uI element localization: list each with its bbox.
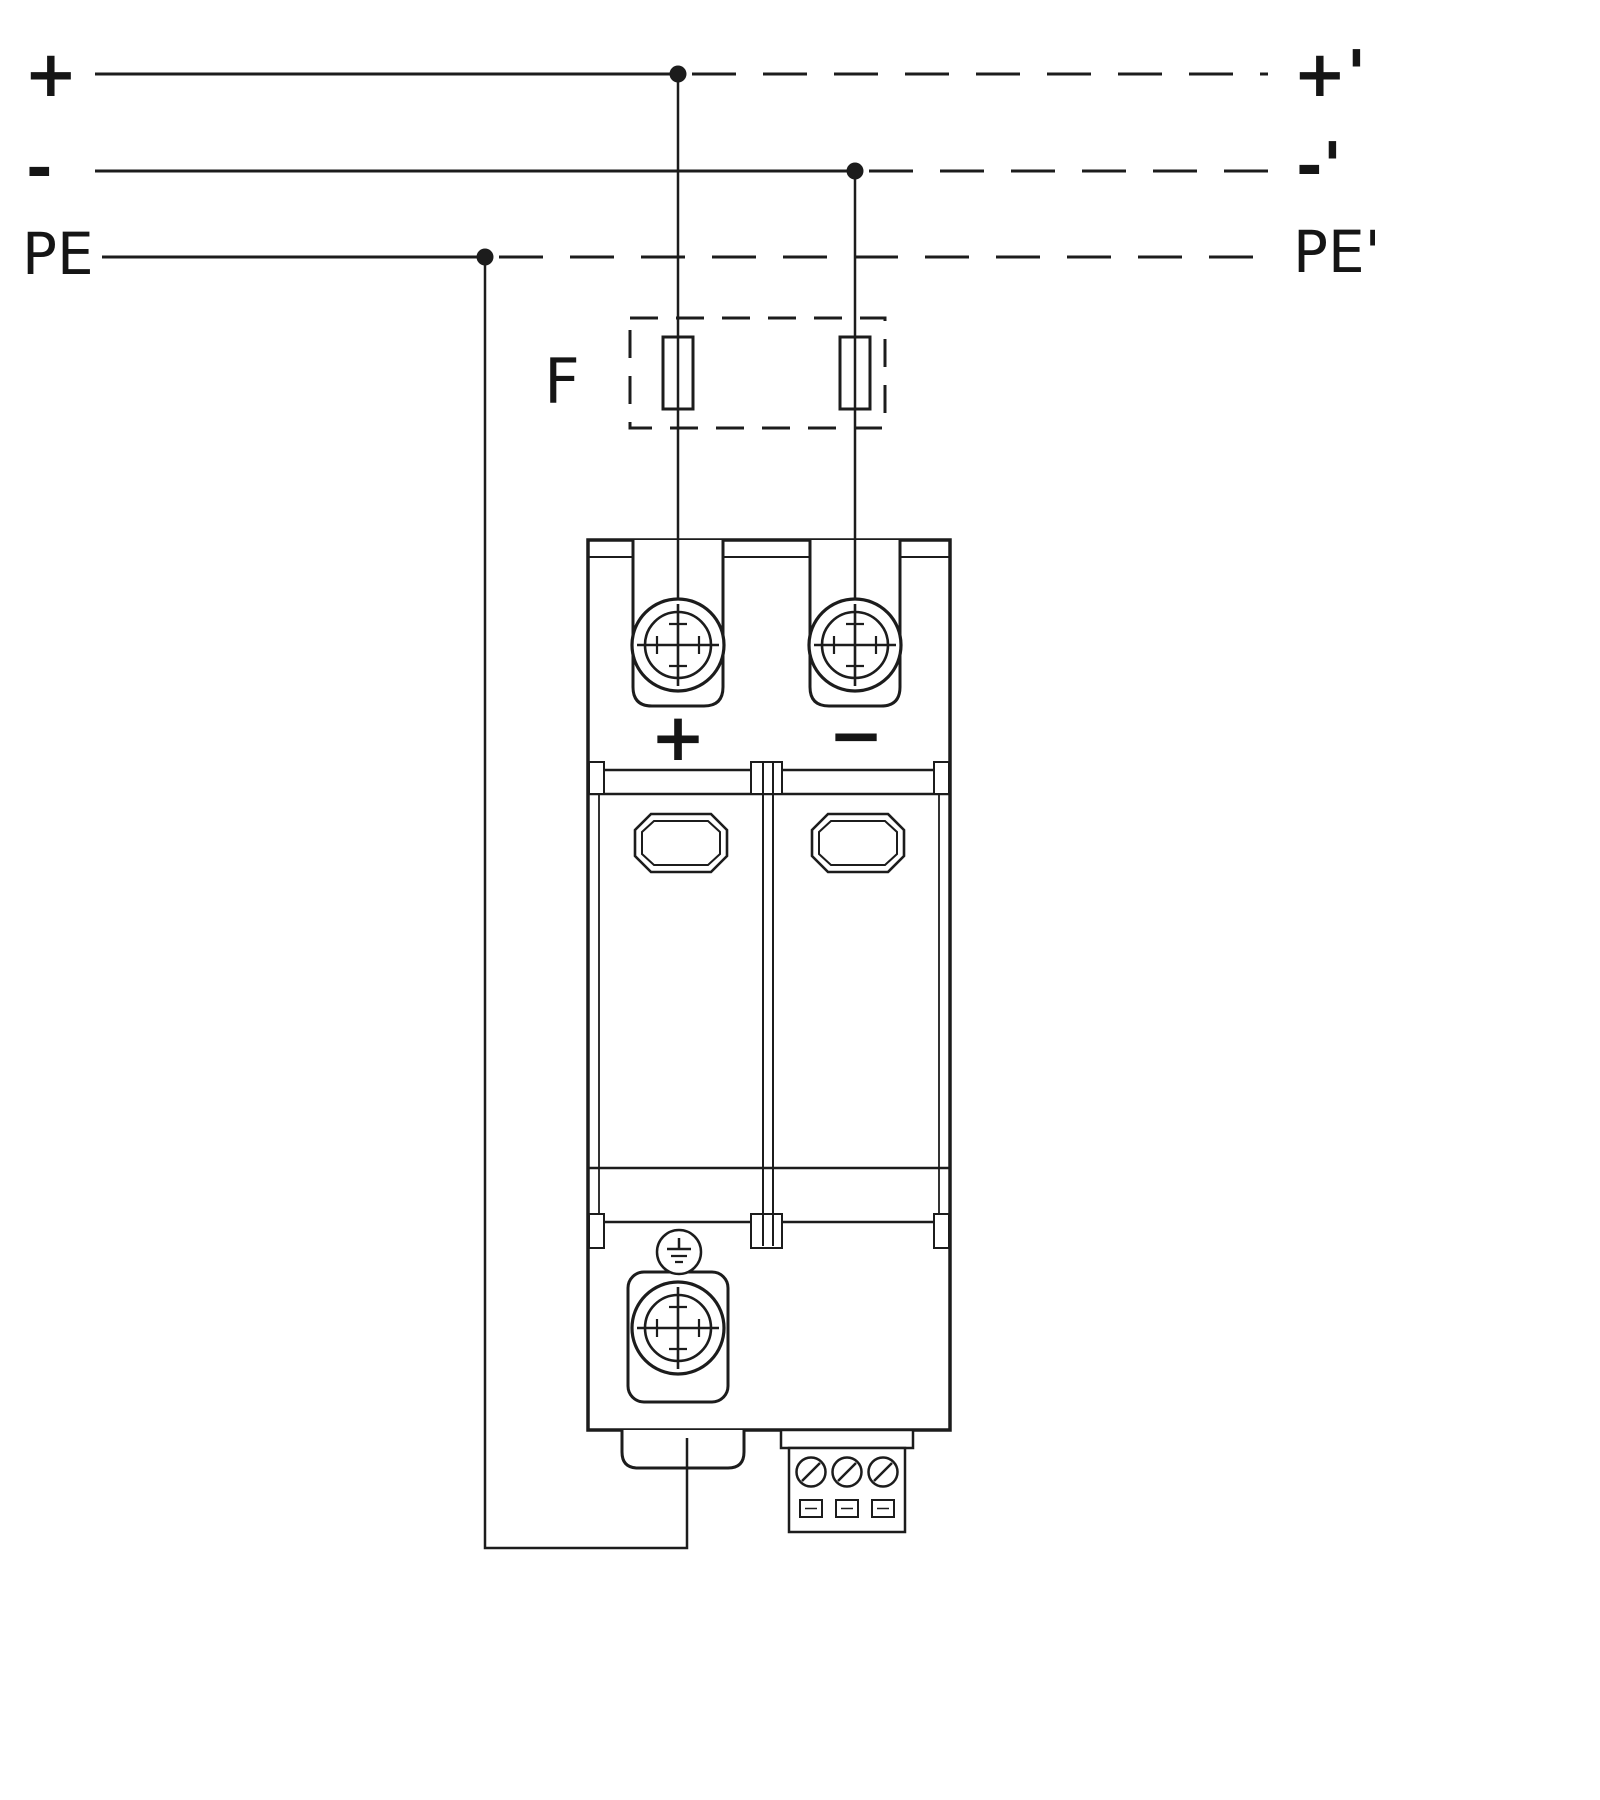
upper-housing-clips bbox=[588, 761, 950, 795]
spd-device: + − bbox=[586, 538, 952, 1534]
remote-wire-slots bbox=[799, 1499, 895, 1518]
label-plus-in: + bbox=[24, 38, 78, 112]
label-pe-out: PE' bbox=[1293, 218, 1381, 286]
remote-block-lip bbox=[779, 1428, 915, 1450]
remote-contact-block bbox=[779, 1428, 915, 1534]
connection-wires bbox=[483, 74, 857, 1550]
terminal-screw-minus bbox=[807, 597, 903, 693]
device-plus-mark: + bbox=[650, 699, 705, 776]
clip-center-upper bbox=[750, 761, 783, 795]
label-pe-in: PE bbox=[22, 220, 94, 288]
terminal-screw-plus bbox=[630, 597, 726, 693]
remote-screw-1 bbox=[795, 1456, 827, 1488]
mounting-foot bbox=[620, 1430, 746, 1470]
remote-screw-2 bbox=[831, 1456, 863, 1488]
indicator-window-minus bbox=[810, 812, 906, 874]
clip-right-lower bbox=[933, 1213, 950, 1249]
fuse-label: F bbox=[544, 345, 580, 418]
side-grooves bbox=[598, 794, 940, 1222]
clip-left-lower bbox=[588, 1213, 605, 1249]
device-minus-mark: − bbox=[828, 697, 883, 774]
label-minus-in: - bbox=[26, 132, 53, 206]
pe-drop-wire bbox=[483, 257, 689, 1550]
earth-symbol-icon bbox=[655, 1228, 703, 1276]
indicator-window-plus bbox=[633, 812, 729, 874]
terminal-screw-pe bbox=[630, 1280, 726, 1376]
remote-screw-3 bbox=[867, 1456, 899, 1488]
clip-center-lower bbox=[750, 1213, 783, 1249]
label-minus-out: -' bbox=[1296, 130, 1342, 204]
clip-right-upper bbox=[933, 761, 950, 795]
clip-left-upper bbox=[588, 761, 605, 795]
supply-lines bbox=[95, 65, 1268, 266]
module-divider bbox=[762, 763, 774, 1246]
label-plus-out: +' bbox=[1293, 38, 1366, 112]
lower-housing-clips bbox=[588, 1213, 950, 1249]
